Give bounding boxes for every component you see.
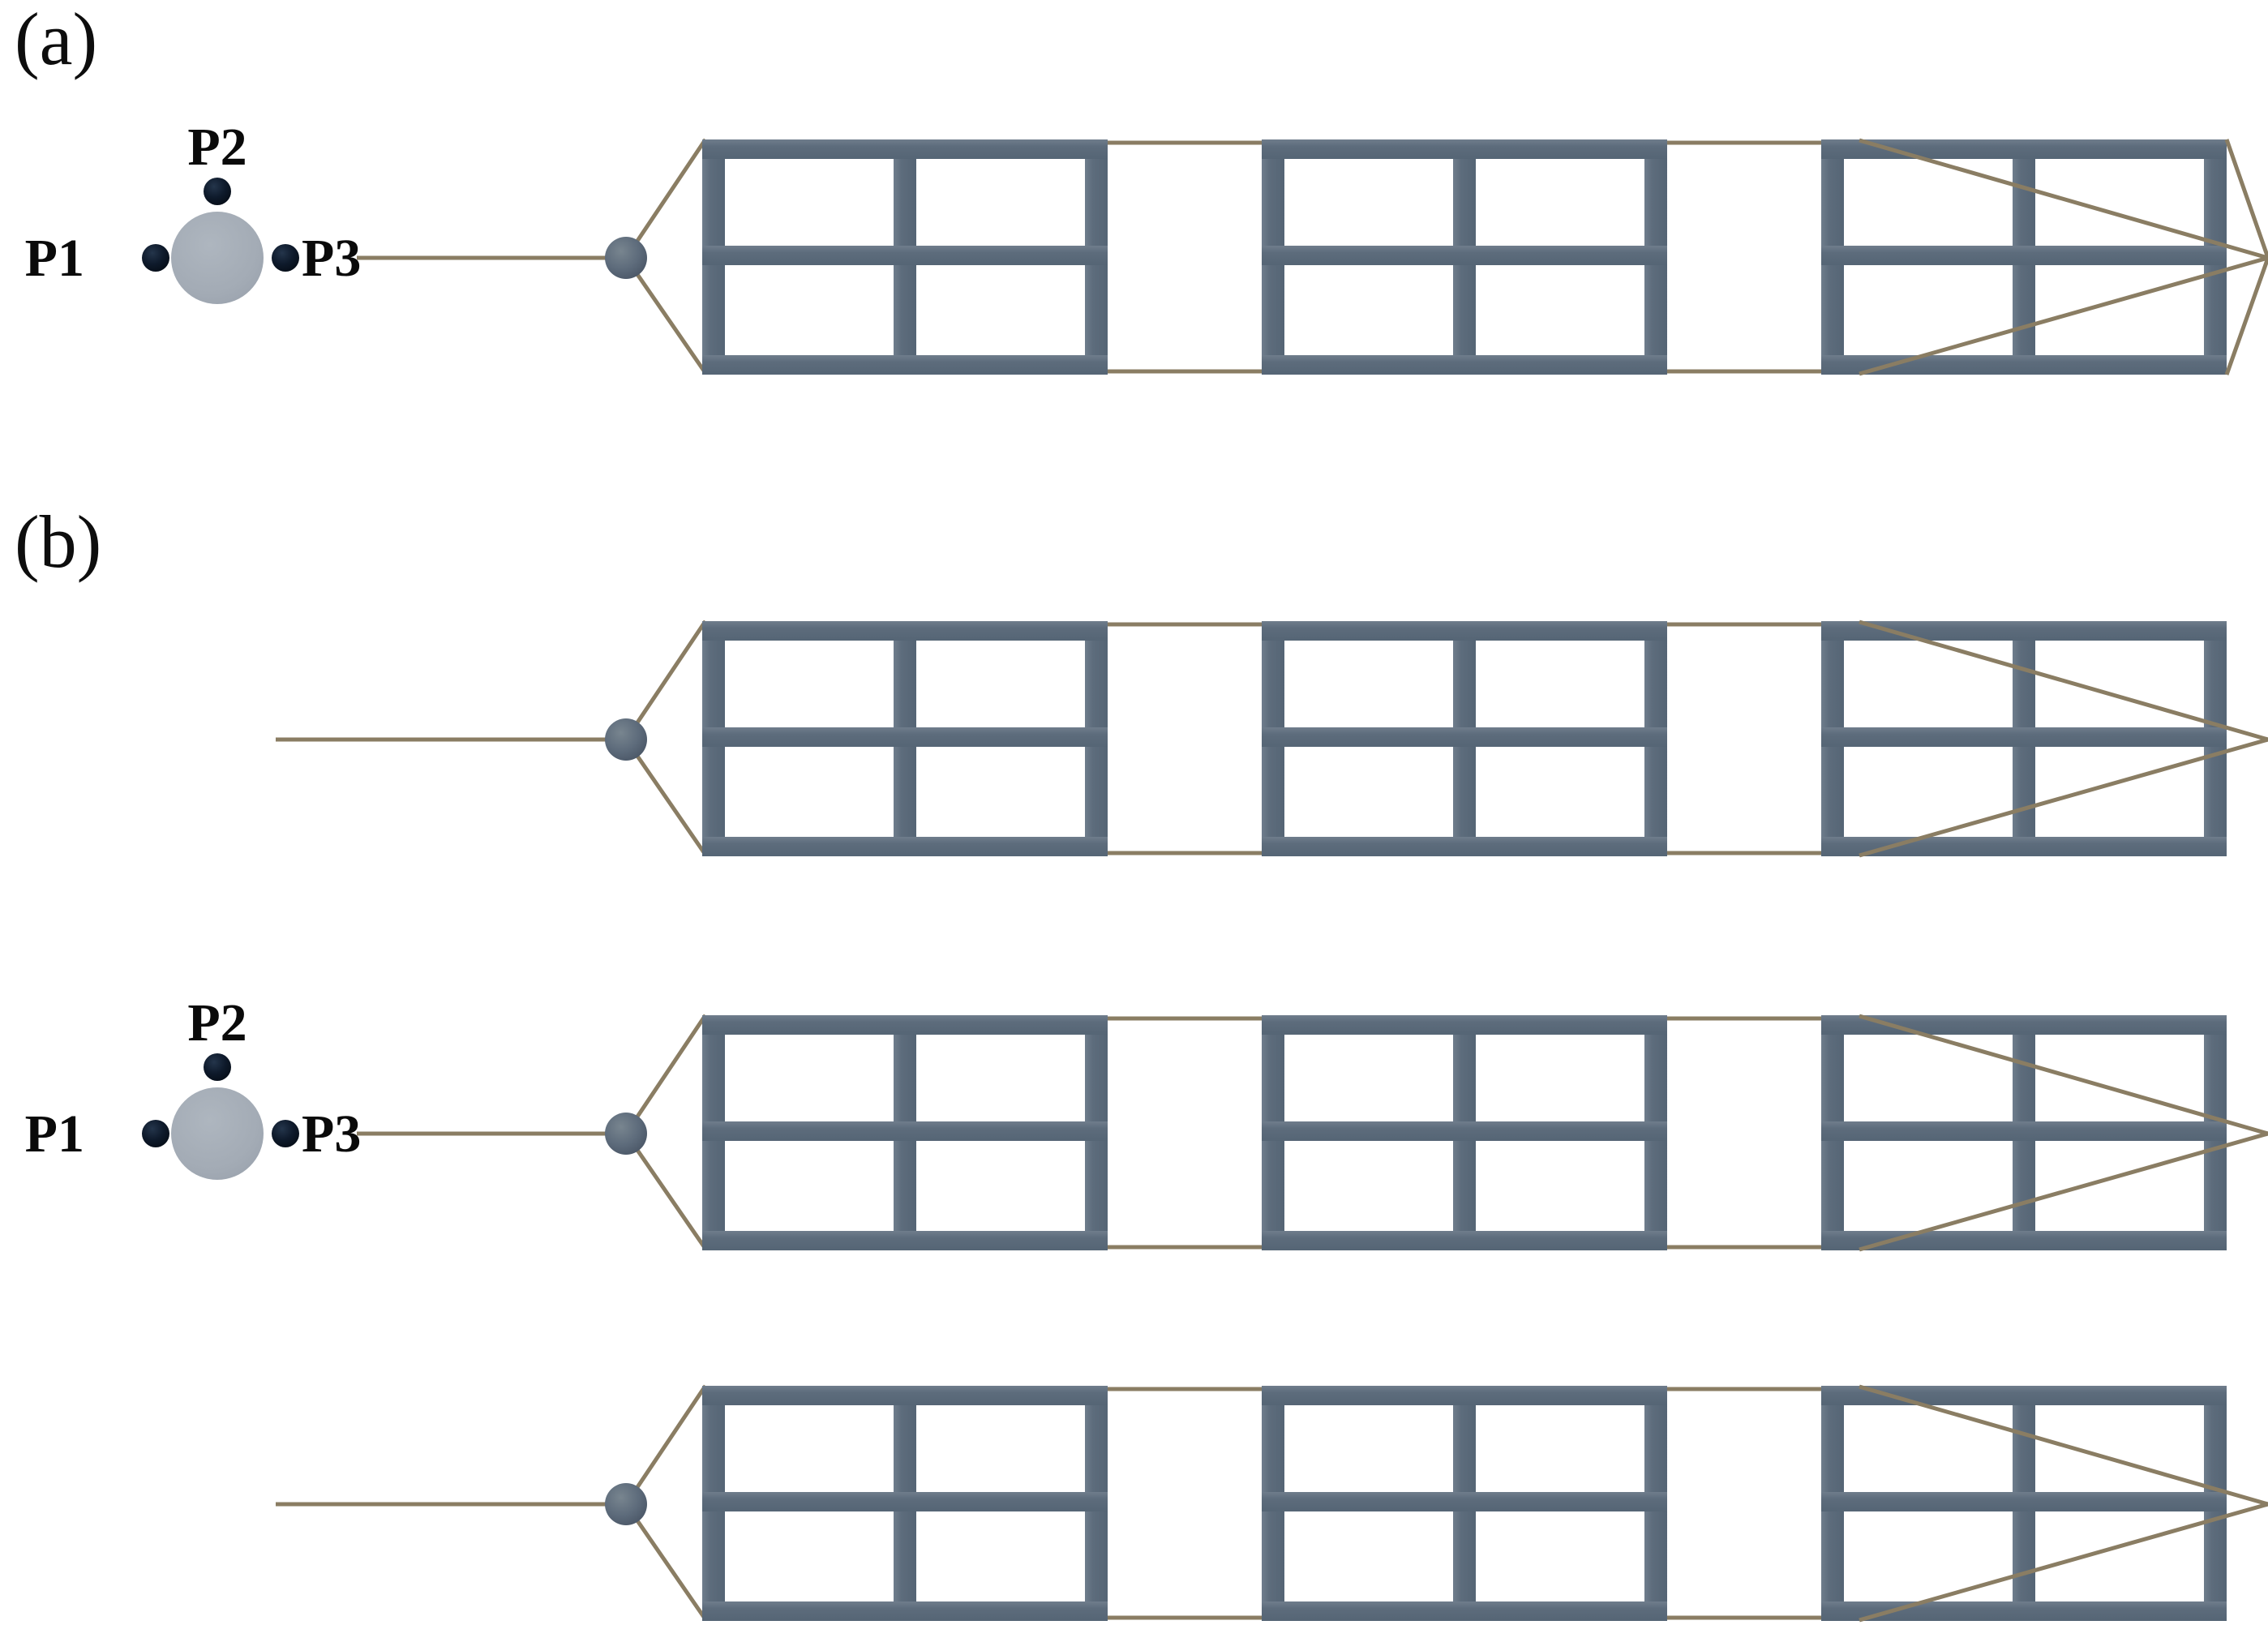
port-dot-p3[interactable] [272,244,299,272]
port-label-p2-b: P2 [187,993,247,1053]
port-label-p1: P1 [25,229,84,288]
port-dot-p2[interactable] [204,178,231,205]
tip-long-top-b3 [1859,1384,2268,1507]
tip-long-top-b1 [1859,620,2268,742]
module-body-circle-b[interactable] [171,1087,264,1180]
truss-body-b2[interactable] [702,1015,2227,1250]
hub-diagonal-top-b1 [624,620,708,741]
hub-diagonal-top-a [624,138,708,259]
tip-long-bottom-b1 [1859,737,2268,858]
port-dot-p2-b[interactable] [204,1053,231,1081]
tip-long-bottom-b3 [1859,1502,2268,1623]
tip-long-top-b2 [1859,1014,2268,1136]
panel-b-label: (b) [15,500,101,583]
port-label-p3: P3 [302,229,361,288]
port-cluster-a: P1 P2 P3 [25,118,361,304]
hub-node-b3[interactable] [605,1483,647,1525]
hub-diagonal-bottom-b3 [624,1503,708,1621]
hub-diagonal-bottom-b2 [624,1132,708,1250]
port-cluster-b: P1 P2 P3 [25,993,361,1180]
tip-long-bottom-b2 [1859,1131,2268,1252]
port-dot-p3-b[interactable] [272,1120,299,1147]
port-label-p2: P2 [187,118,247,177]
port-dot-p1[interactable] [142,244,169,272]
panel-a: (a) P1 P2 P3 [15,0,2268,375]
hub-node-a[interactable] [605,237,647,279]
hub-diagonal-bottom-b1 [624,738,708,856]
hub-diagonal-top-b2 [624,1014,708,1135]
row-b-1 [276,621,2268,856]
panel-a-label: (a) [15,0,97,80]
row-b-2: P1 P2 P3 [25,993,2268,1250]
panel-b: (b) P1 P2 P3 [15,500,2268,1621]
truss-body-b3[interactable] [702,1386,2227,1621]
port-label-p1-b: P1 [25,1104,84,1164]
row-b-3 [276,1386,2268,1621]
tip-long-bottom-a [1859,255,2268,376]
tip-long-top-a [1859,138,2268,260]
tip-edge-bottom-a [2224,257,2268,375]
port-dot-p1-b[interactable] [142,1120,169,1147]
module-body-circle-a[interactable] [171,212,264,304]
hub-node-b1[interactable] [605,718,647,761]
hub-diagonal-bottom-a [624,256,708,375]
hub-diagonal-top-b3 [624,1384,708,1506]
tip-edge-top-a [2224,139,2268,259]
hub-node-b2[interactable] [605,1113,647,1155]
port-label-p3-b: P3 [302,1104,361,1164]
truss-body-b1[interactable] [702,621,2227,856]
truss-body-a[interactable] [702,139,2227,375]
